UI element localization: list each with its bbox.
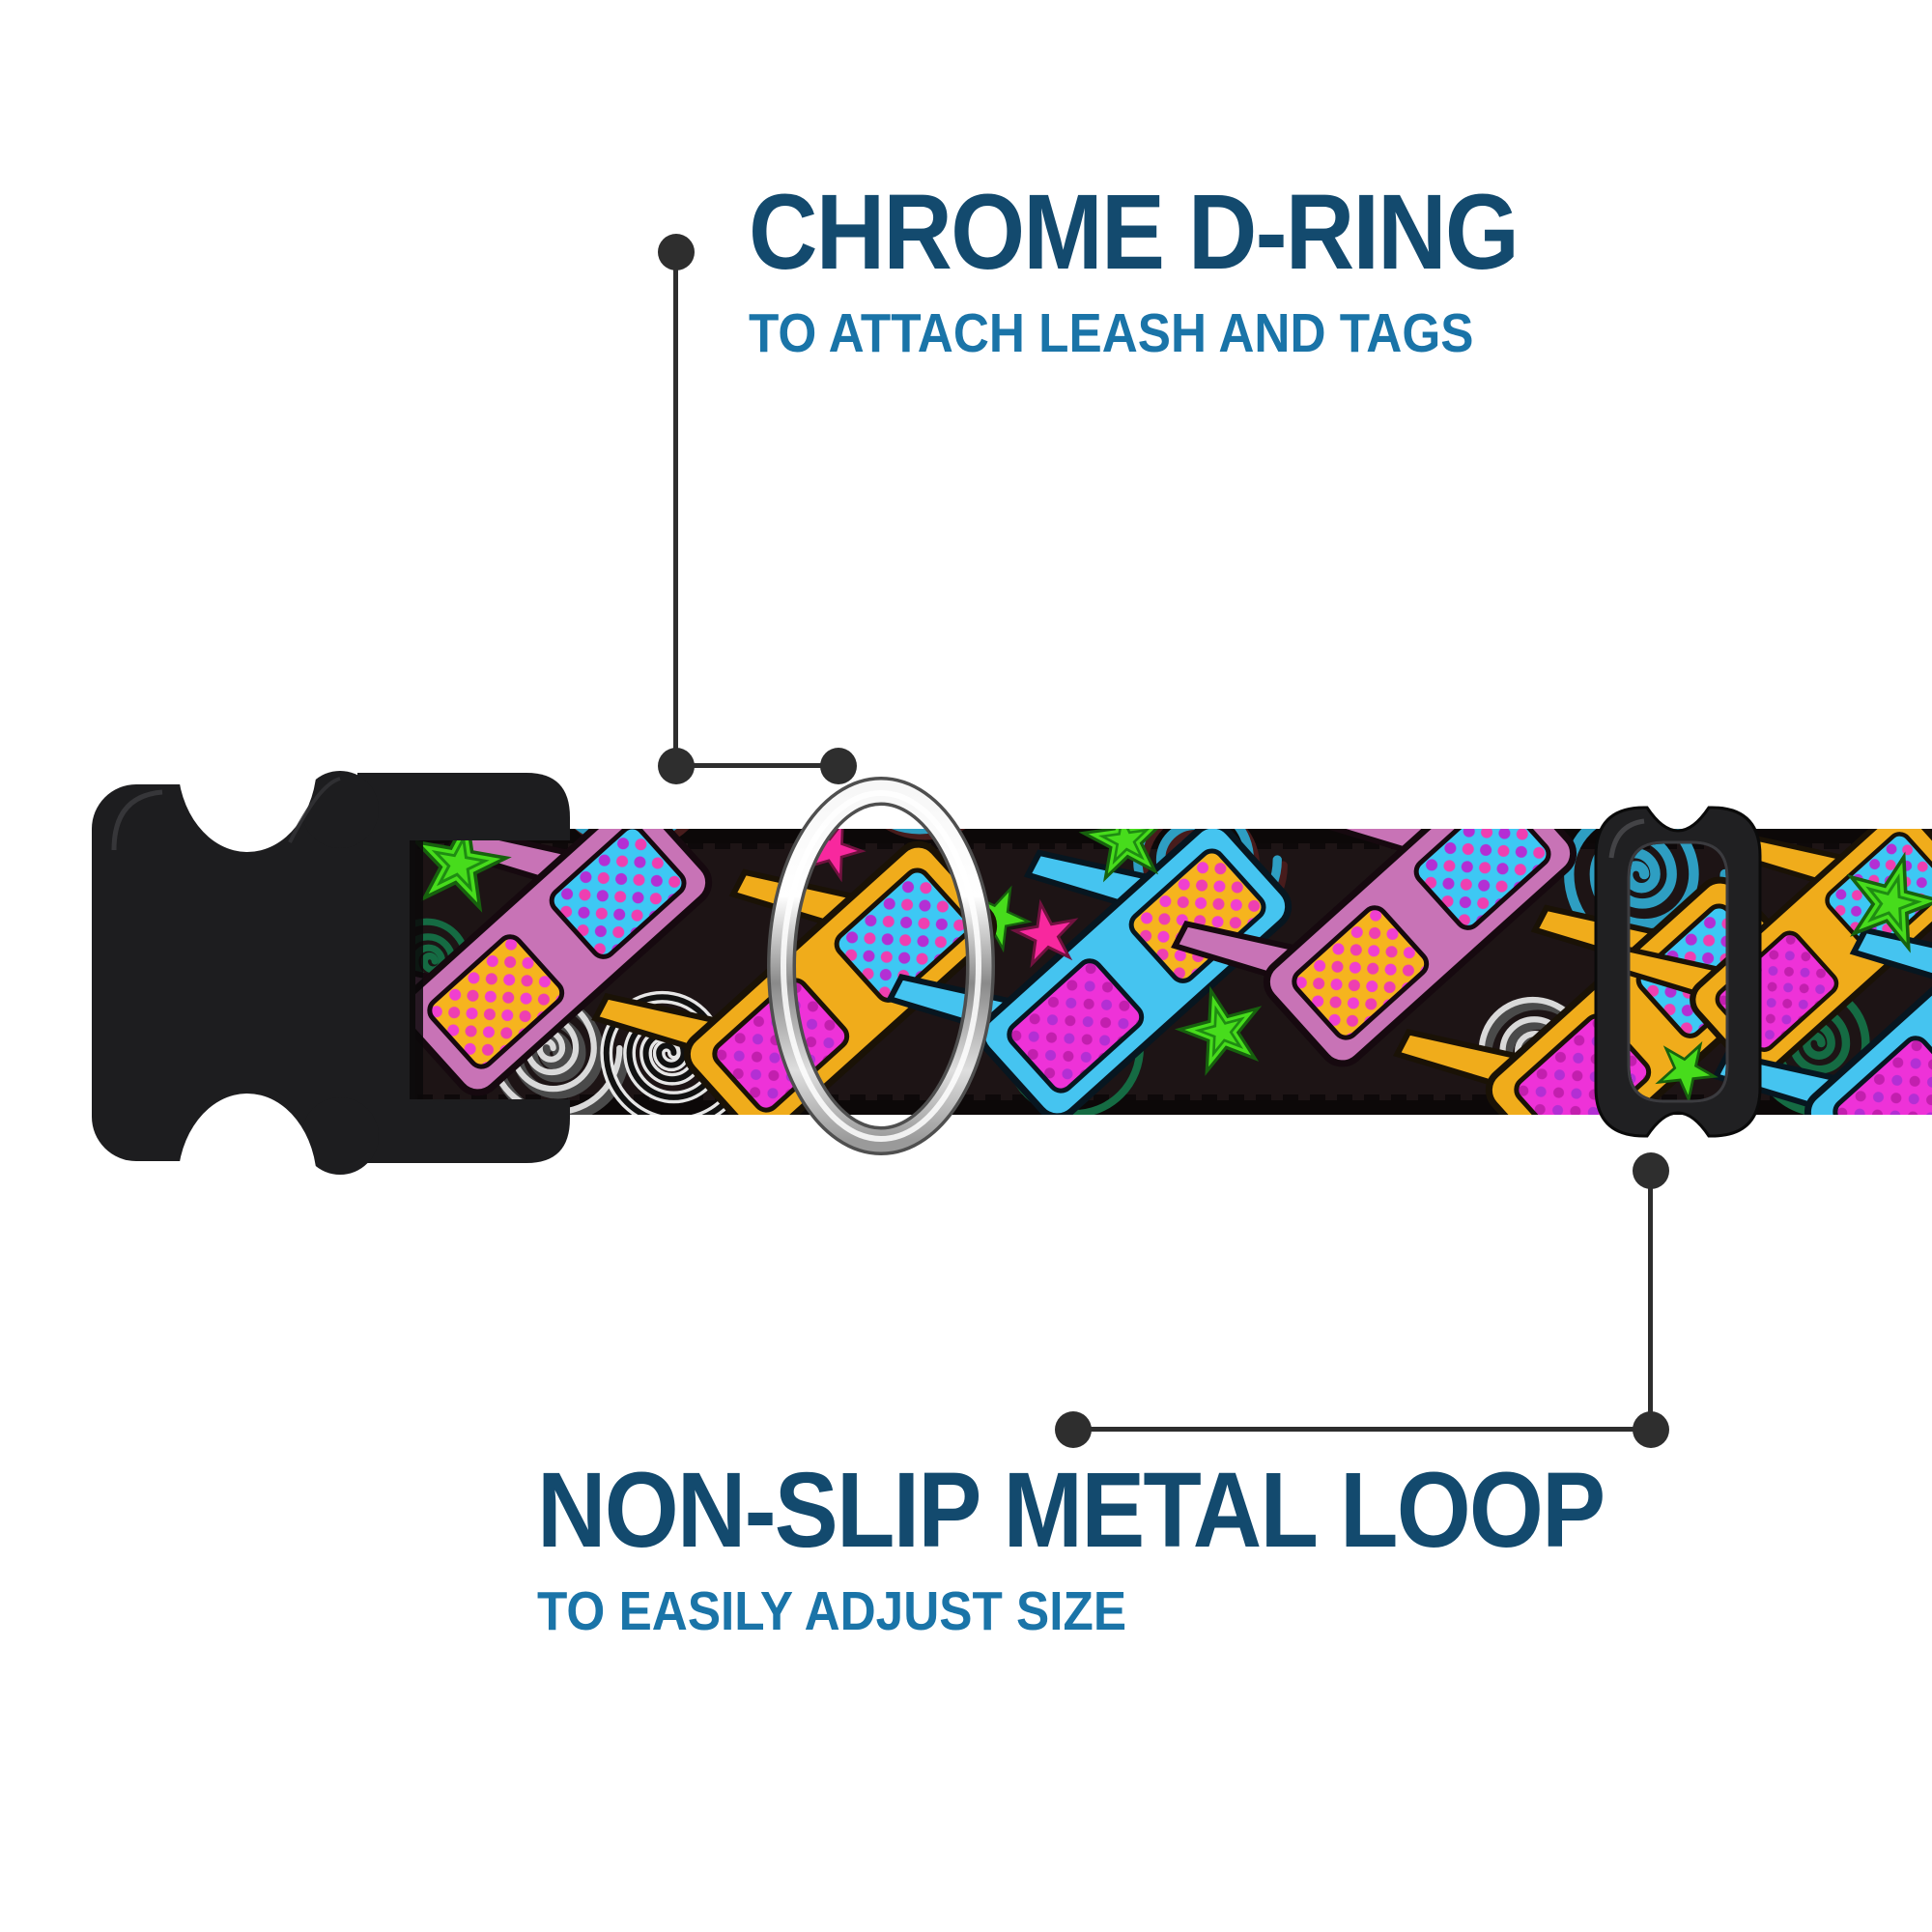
callout-dot [1633, 1411, 1669, 1448]
callout-line-top-horizontal [676, 763, 838, 768]
callout-dot [1633, 1152, 1669, 1189]
annotation-top-title: CHROME D-RING [749, 173, 1520, 292]
metal-slider-loop [1594, 806, 1762, 1138]
collar-strap [282, 829, 1932, 1115]
annotation-bottom-subtitle: TO EASILY ADJUST SIZE [537, 1580, 1127, 1642]
annotation-top: CHROME D-RING TO ATTACH LEASH AND TAGS [749, 180, 1604, 361]
callout-line-bottom-vertical [1648, 1171, 1653, 1430]
annotation-bottom: NON-SLIP METAL LOOP TO EASILY ADJUST SIZ… [537, 1458, 1722, 1639]
buckle-bottom-notch [178, 1094, 317, 1271]
callout-dot [658, 234, 695, 270]
side-release-buckle [92, 674, 570, 1271]
callout-dot [1055, 1411, 1092, 1448]
callout-line-bottom-horizontal [1073, 1427, 1651, 1432]
callout-line-top-vertical [673, 252, 678, 766]
callout-dot [658, 748, 695, 784]
buckle-top-notch [178, 674, 317, 852]
annotation-top-subtitle: TO ATTACH LEASH AND TAGS [749, 302, 1474, 364]
annotation-bottom-title: NON-SLIP METAL LOOP [537, 1451, 1605, 1570]
callout-dot [820, 748, 857, 784]
chrome-d-ring [767, 777, 995, 1155]
